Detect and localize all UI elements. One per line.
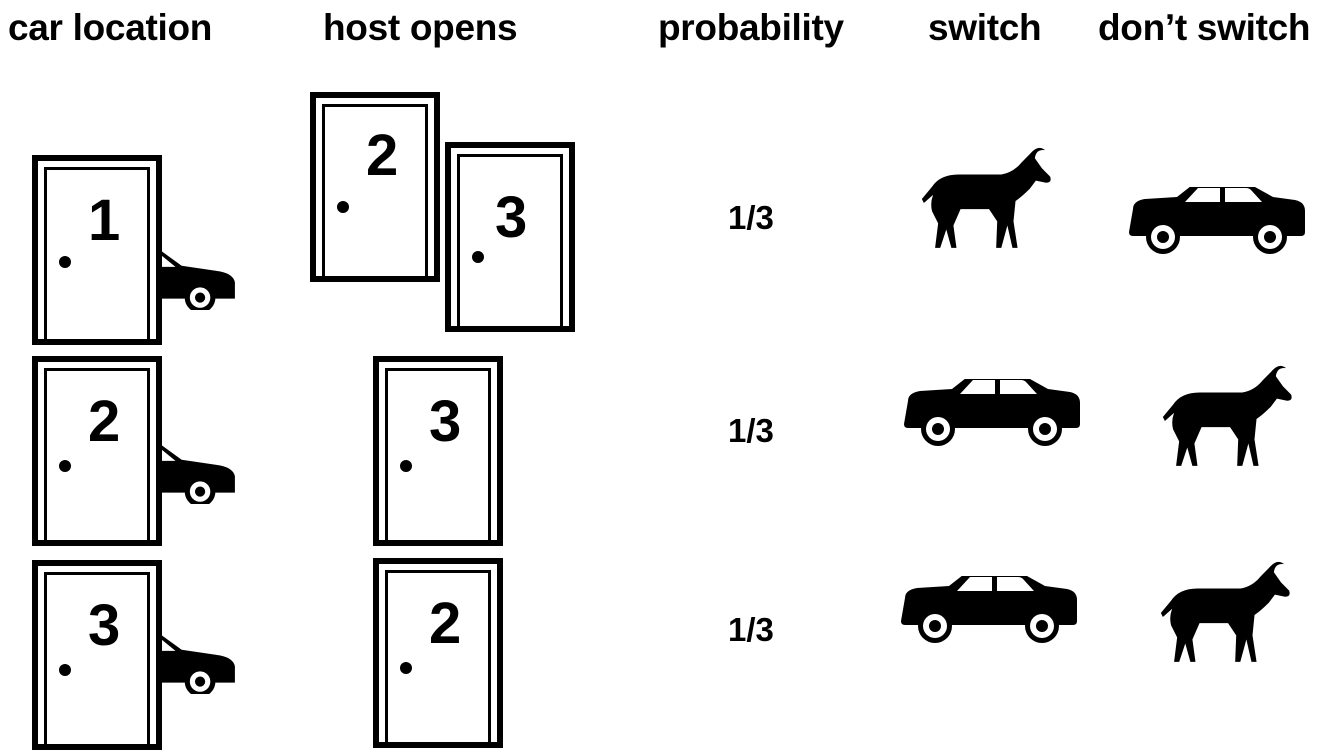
door-number: 2 [366,123,399,188]
door-number: 2 [88,389,121,454]
door-icon: 2 [310,92,440,282]
goat-icon [1158,558,1292,670]
header-probability: probability [658,7,844,48]
door-icon: 3 [373,356,503,546]
goat-icon [919,144,1053,256]
probability-value: 1/3 [728,412,774,449]
car-rear-icon [155,238,239,310]
door-number: 3 [495,185,528,250]
door-icon: 2 [373,558,503,748]
car-rear-icon [155,622,239,694]
door-icon: 1 [32,155,162,345]
door-icon: 3 [445,142,575,332]
door-number: 2 [429,591,462,656]
header-switch: switch [928,7,1042,48]
header-host-opens: host opens [323,7,518,48]
door-number: 3 [88,593,121,658]
car-icon [902,379,1082,449]
goat-icon [1160,362,1294,474]
door-icon: 3 [32,560,162,750]
probability-value: 1/3 [728,199,774,236]
car-icon [1127,187,1307,257]
header-car-location: car location [8,7,213,48]
car-icon [899,576,1079,646]
door-icon: 2 [32,356,162,546]
probability-value: 1/3 [728,611,774,648]
header-dont-switch: don’t switch [1098,7,1311,48]
door-number: 1 [88,188,121,253]
door-number: 3 [429,389,462,454]
car-rear-icon [155,432,239,504]
